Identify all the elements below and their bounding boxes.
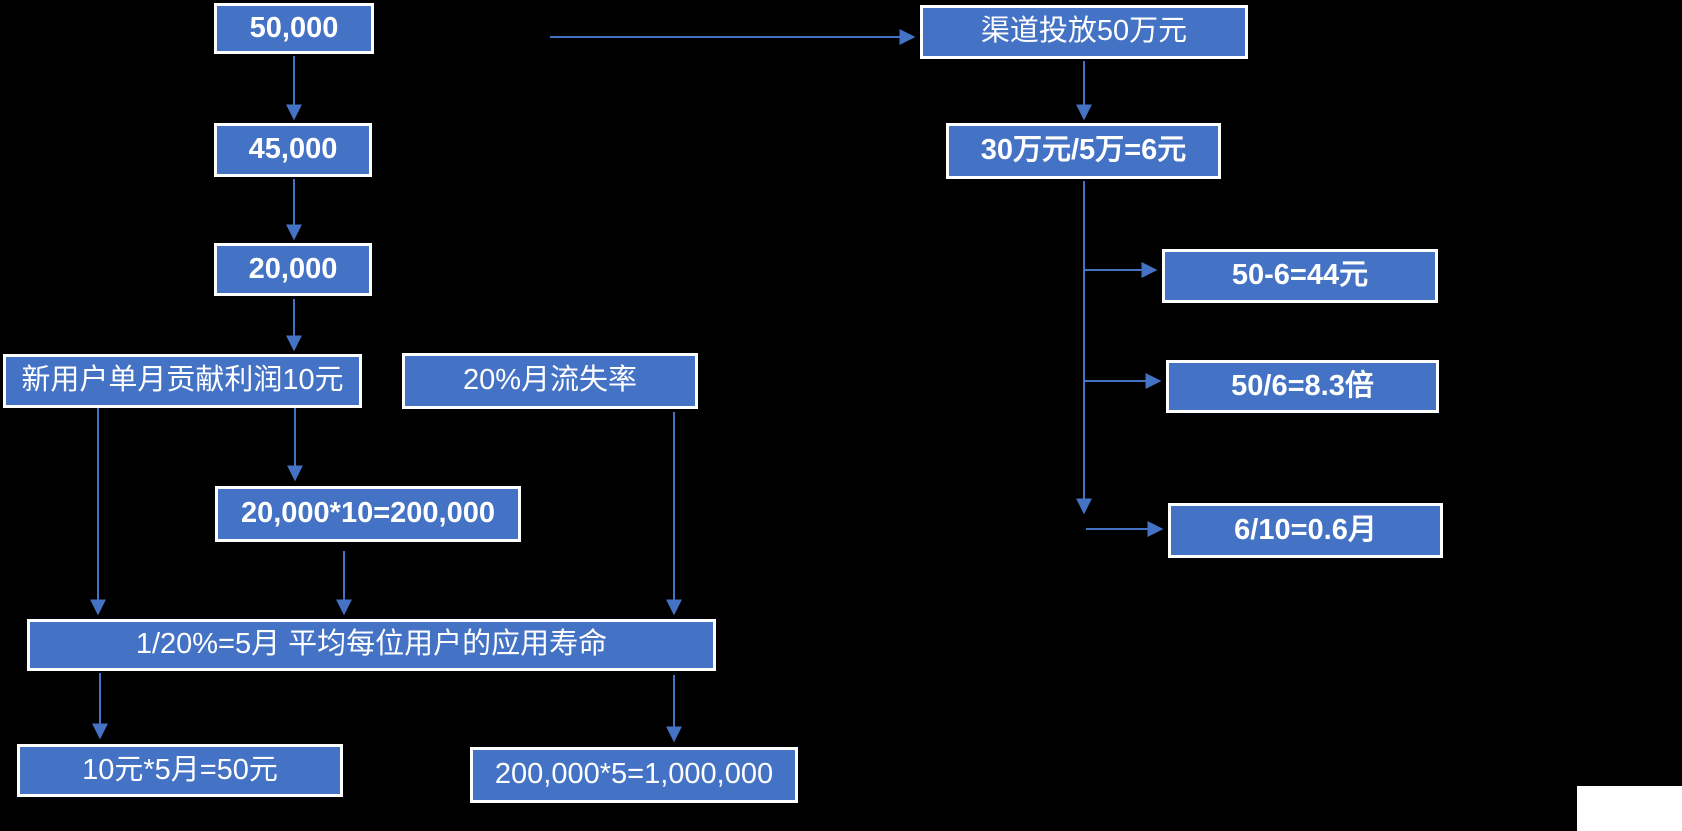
node-roi-multiple: 50/6=8.3倍	[1166, 360, 1439, 413]
node-users-start: 50,000	[214, 3, 374, 54]
node-churn-rate: 20%月流失率	[402, 353, 698, 409]
node-user-lifetime: 1/20%=5月 平均每位用户的应用寿命	[27, 619, 716, 671]
node-profit-per-user: 50-6=44元	[1162, 249, 1438, 303]
node-payback-period: 6/10=0.6月	[1168, 503, 1443, 558]
node-channel-spend: 渠道投放50万元	[920, 5, 1248, 59]
node-per-user-value: 10元*5月=50元	[17, 744, 343, 797]
node-users-retained: 20,000	[214, 243, 372, 296]
node-users-mid: 45,000	[214, 123, 372, 177]
corner-white-rectangle	[1577, 786, 1682, 831]
node-cost-per-user: 30万元/5万=6元	[946, 123, 1221, 179]
node-new-user-profit: 新用户单月贡献利润10元	[3, 354, 362, 408]
node-monthly-profit-calc: 20,000*10=200,000	[215, 486, 521, 542]
node-total-value: 200,000*5=1,000,000	[470, 747, 798, 803]
